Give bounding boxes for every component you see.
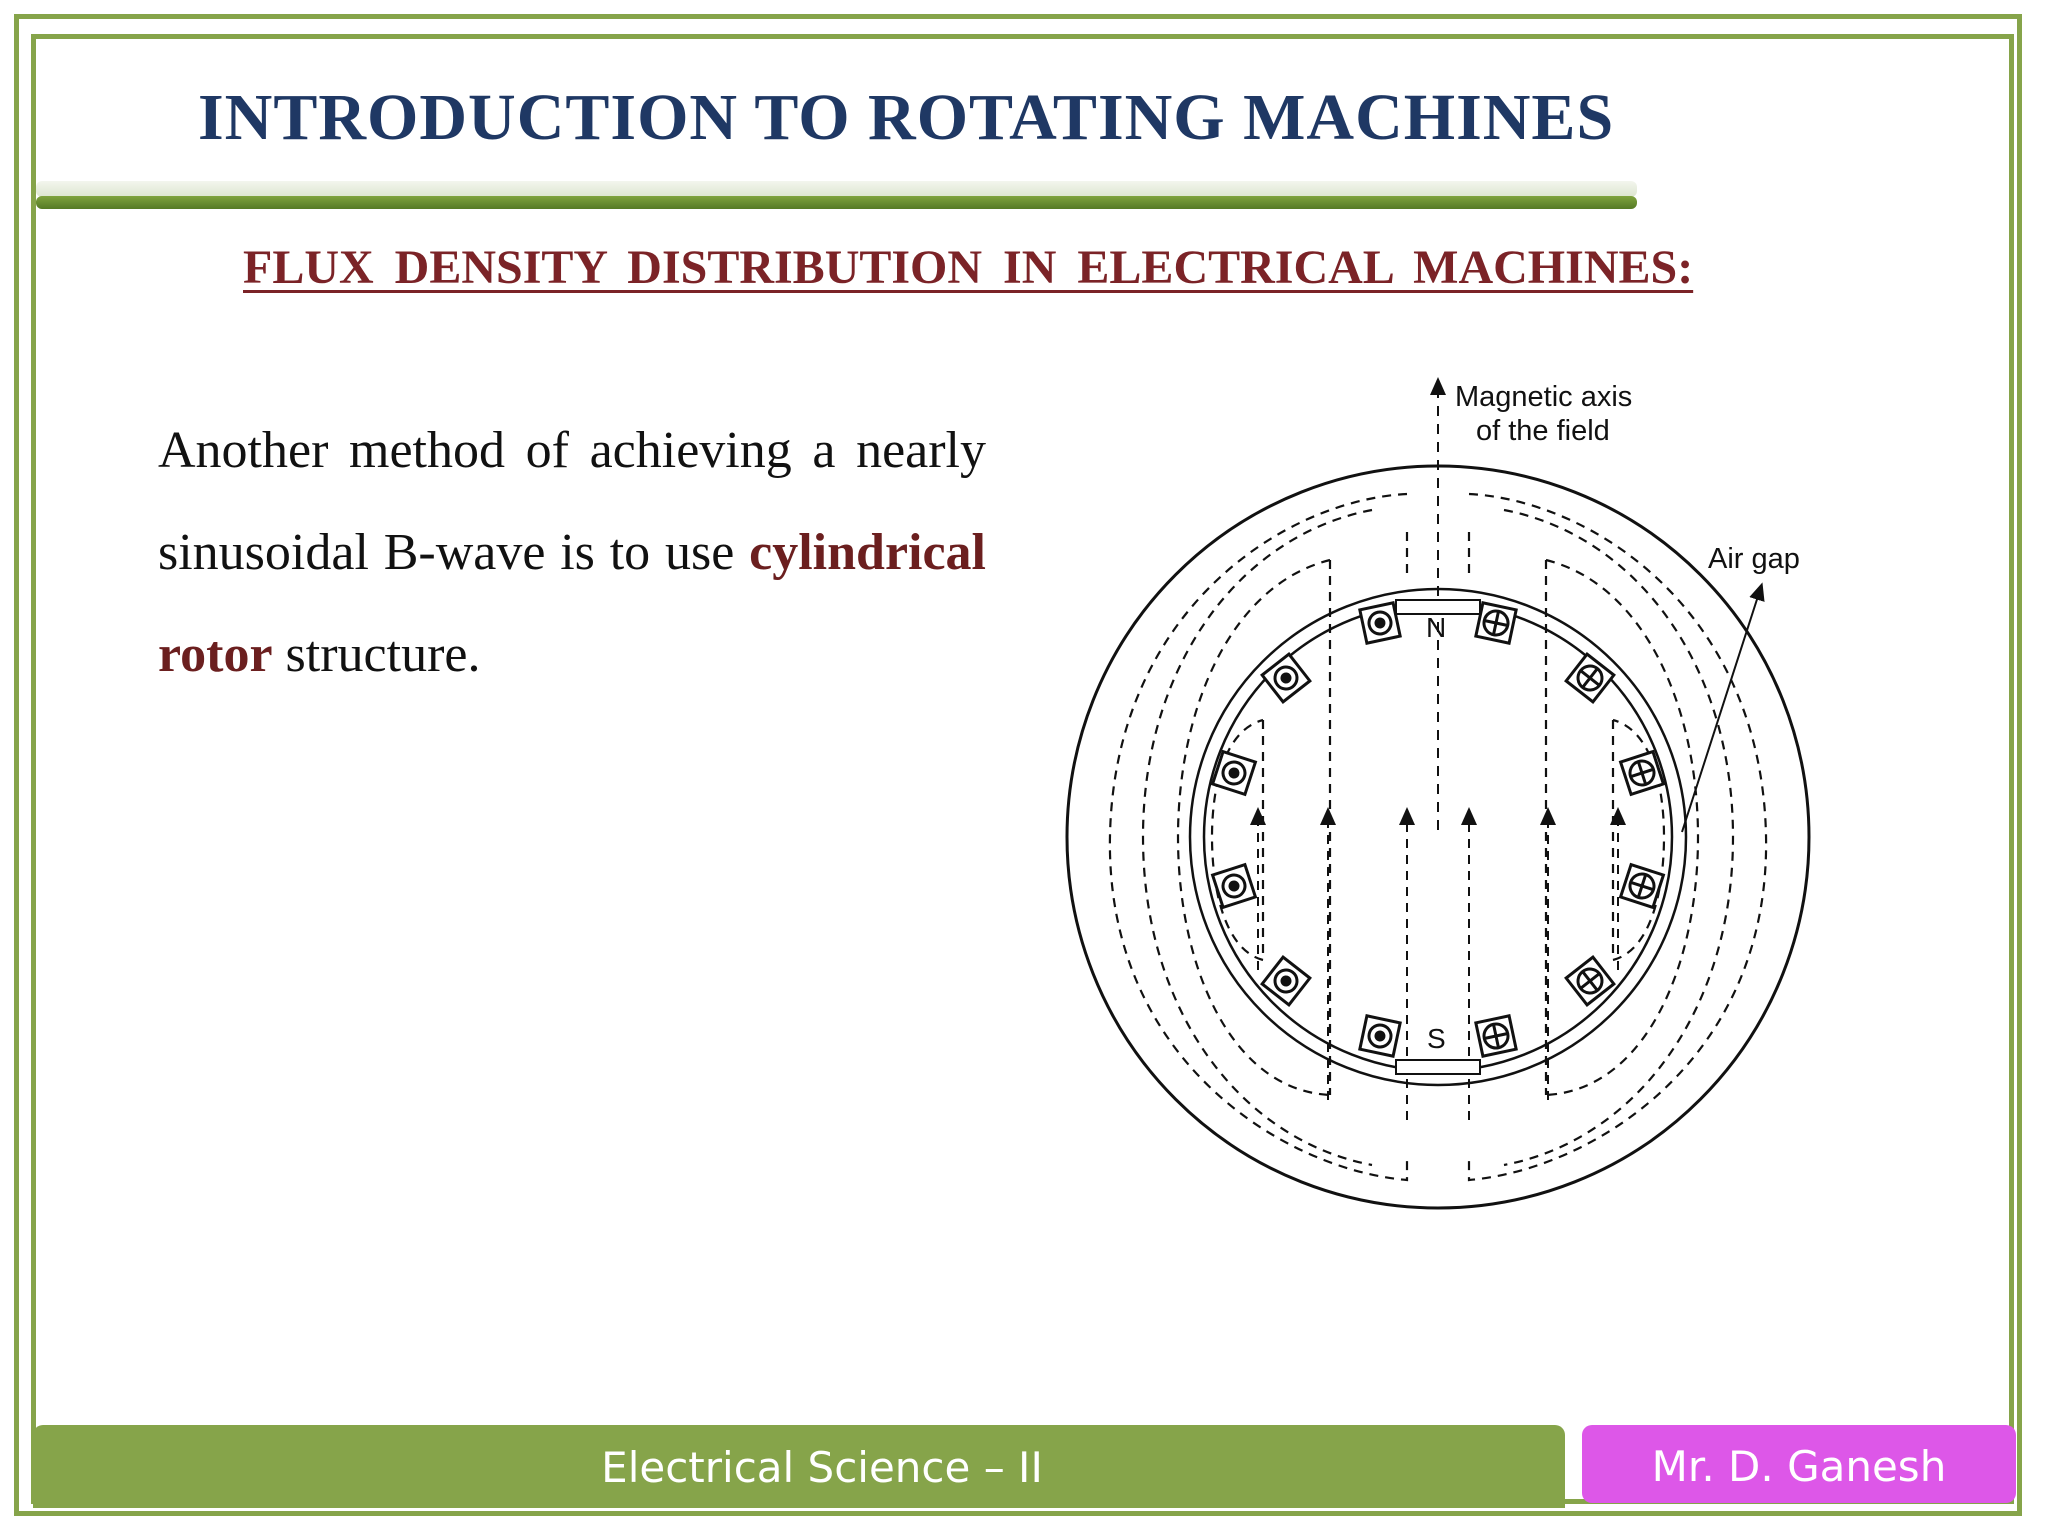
air-gap-label: Air gap (1708, 543, 1800, 575)
body-highlight: cylindrical rotor (158, 524, 986, 683)
footer-author-badge: Mr. D. Ganesh (1582, 1425, 2016, 1503)
air-gap-pointer (1681, 582, 1765, 833)
body-text-end: structure. (272, 626, 481, 683)
title-bar-highlight (36, 181, 1637, 197)
title-bar-base (36, 196, 1637, 209)
footer-course-bar: Electrical Science – II (33, 1425, 1565, 1508)
air-gap-circle (1188, 587, 1688, 1087)
north-pole-label: N (1426, 612, 1446, 643)
body-paragraph: Another method of achieving a nearly sin… (158, 400, 986, 706)
slide-title: INTRODUCTION TO ROTATING MACHINES (198, 81, 1615, 154)
dot-conductors (1210, 601, 1402, 1058)
axis-label-line1: Magnetic axis (1455, 381, 1632, 413)
title-underline-bar (36, 181, 1637, 211)
axis-label-line2: of the field (1476, 415, 1610, 447)
author-name: Mr. D. Ganesh (1651, 1442, 1947, 1491)
south-pole-face (1395, 1059, 1481, 1075)
outer-flux-paths (1108, 492, 1768, 1182)
cross-conductors (1474, 601, 1666, 1058)
outer-border (14, 14, 2022, 1516)
cylindrical-rotor-diagram: Magnetic axis of the field Air gap N S (1065, 377, 1811, 1210)
body-text-start: Another method of achieving a nearly sin… (158, 422, 986, 581)
course-name: Electrical Science – II (601, 1443, 1043, 1492)
south-pole-label: S (1427, 1023, 1446, 1054)
slide-subtitle: FLUX DENSITY DISTRIBUTION IN ELECTRICAL … (243, 241, 1694, 294)
